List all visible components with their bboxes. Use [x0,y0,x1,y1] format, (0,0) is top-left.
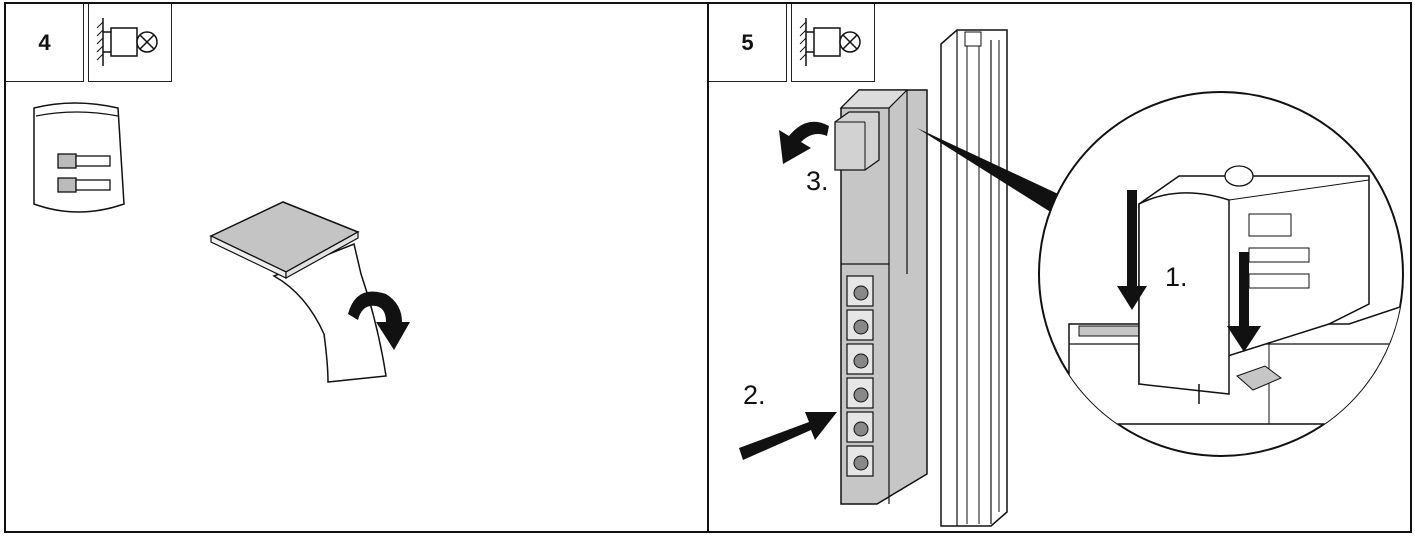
label-bag-icon [33,102,125,213]
step-label-1: 1. [1165,262,1188,292]
terminal-blocks [846,275,874,477]
power-off-lamp-icon [799,18,861,66]
step-number: 4 [6,4,84,82]
rotate-arrow-icon [779,121,829,164]
step-label-3: 3. [806,166,829,196]
zoom-detail [1038,91,1404,457]
down-arrow-icon [1117,190,1261,352]
step-label-2: 2. [743,380,766,410]
panel-step-4: 4 [4,2,709,533]
power-off-symbol-box [791,4,875,82]
step-number: 5 [709,4,787,82]
power-off-lamp-icon [96,18,158,66]
panel-4-drawing [33,102,410,383]
panel-step-5: 5 [707,2,1412,533]
terminal-module [834,89,928,505]
label-sheet [209,201,387,383]
din-rail [940,29,1008,527]
callout-beam [917,128,1071,216]
push-arrow-icon [739,412,837,460]
rotate-arrow-icon [348,291,410,350]
panel-5-drawing: 3. 2. 1. [739,29,1404,527]
power-off-symbol-box [88,4,172,82]
